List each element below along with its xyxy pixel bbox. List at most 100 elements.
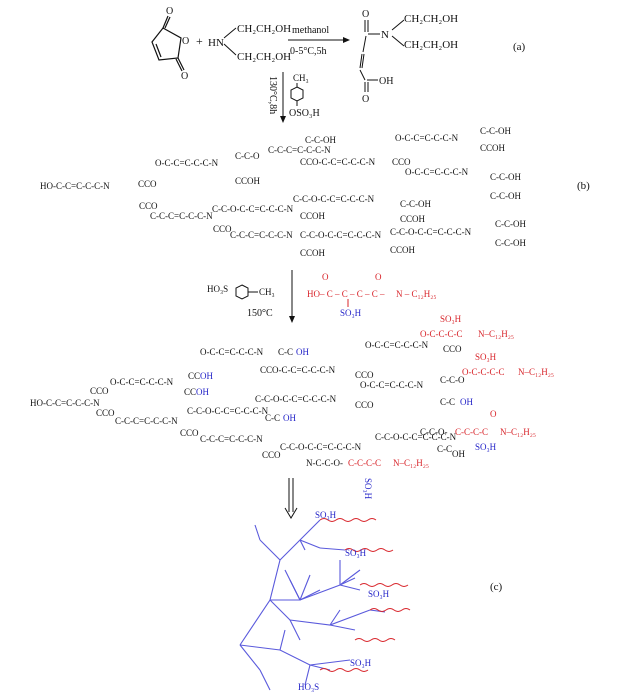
svg-text:N–C₁₂H₂₅: N–C₁₂H₂₅ bbox=[500, 427, 536, 437]
maleic-anhydride bbox=[151, 15, 185, 72]
solvent-label: methanol bbox=[292, 25, 329, 36]
svg-text:OH: OH bbox=[283, 413, 296, 423]
svg-text:OH: OH bbox=[452, 449, 465, 459]
svg-text:CC: CC bbox=[188, 371, 200, 381]
svg-text:O-C-C=C-C-C-N: O-C-C=C-C-C-N bbox=[110, 377, 174, 387]
svg-text:O: O bbox=[490, 409, 497, 419]
amine-lower-arm: CH₂CH₂OH bbox=[237, 51, 291, 63]
reagent-ho3s: HO₃S bbox=[207, 284, 228, 294]
svg-text:CCO: CCO bbox=[180, 428, 199, 438]
svg-text:SO₃H: SO₃H bbox=[363, 478, 373, 500]
svg-text:C-C: C-C bbox=[440, 397, 455, 407]
plus-sign: + bbox=[196, 34, 203, 48]
dendrimer-so3h-4: SO₃H bbox=[350, 658, 372, 668]
svg-text:CC: CC bbox=[184, 387, 196, 397]
svg-text:N–C₁₂H₂₅: N–C₁₂H₂₅ bbox=[478, 329, 514, 339]
svg-text:O-C-C=C-C-C-N: O-C-C=C-C-C-N bbox=[365, 340, 429, 350]
conditions-b: 130°C,8h bbox=[267, 76, 278, 114]
svg-text:C-C-C=C-C-C-N: C-C-C=C-C-C-N bbox=[115, 416, 178, 426]
svg-text:C-C-C-C: C-C-C-C bbox=[348, 458, 381, 468]
hyperbranched-polyester-b: O-C-C=C-C-C-N C-C-OH CCOH C-C-C=C-C-C-N … bbox=[40, 126, 526, 258]
svg-text:C-C-O-C-C=C-C-C-N: C-C-O-C-C=C-C-C-N bbox=[375, 432, 457, 442]
svg-text:CCO: CCO bbox=[139, 201, 158, 211]
svg-text:C-C-O-C-C=C-C-C-N: C-C-O-C-C=C-C-C-N bbox=[300, 230, 382, 240]
svg-text:CCOH: CCOH bbox=[235, 176, 261, 186]
svg-text:C-C-O: C-C-O bbox=[440, 375, 465, 385]
svg-text:C-C-OH: C-C-OH bbox=[490, 191, 521, 201]
svg-text:C-C-OH: C-C-OH bbox=[400, 199, 431, 209]
svg-text:C-C-OH: C-C-OH bbox=[305, 135, 336, 145]
conditions-a: 0-5°C,5h bbox=[290, 46, 327, 57]
svg-text:CCOH: CCOH bbox=[300, 248, 326, 258]
svg-text:C-C-C=C-C-C-N: C-C-C=C-C-C-N bbox=[268, 145, 331, 155]
svg-text:CCO-C-C=C-C-C-N: CCO-C-C=C-C-C-N bbox=[260, 365, 336, 375]
svg-text:C-C: C-C bbox=[278, 347, 293, 357]
svg-text:O: O bbox=[181, 71, 188, 82]
svg-text:C-C-OH: C-C-OH bbox=[480, 126, 511, 136]
arrow-step-a bbox=[288, 37, 350, 43]
step-c-reagents: HO₃S CH₃ 150°C HO – C – C – C – C – O O … bbox=[207, 270, 437, 323]
dendrimer-so3h-2: SO₃H bbox=[345, 548, 367, 558]
svg-text:CCOH: CCOH bbox=[300, 211, 326, 221]
svg-text:C-C-O: C-C-O bbox=[235, 151, 260, 161]
svg-text:C-C: C-C bbox=[265, 413, 280, 423]
label-c: (c) bbox=[490, 581, 503, 593]
svg-text:HO-C-C=C-C-C-N: HO-C-C=C-C-C-N bbox=[30, 398, 100, 408]
temperature-c: 150°C bbox=[247, 308, 273, 319]
svg-text:CCO: CCO bbox=[213, 224, 232, 234]
benzene-ring bbox=[290, 86, 304, 102]
svg-text:SO₃H: SO₃H bbox=[440, 314, 462, 324]
svg-text:O-C-C=C-C-C-N: O-C-C=C-C-C-N bbox=[360, 380, 424, 390]
label-b: (b) bbox=[577, 180, 590, 192]
dendrimer-ho3s: HO₃S bbox=[298, 682, 319, 692]
product-n: N bbox=[381, 29, 389, 41]
svg-text:C-C-OH: C-C-OH bbox=[495, 238, 526, 248]
svg-text:O-C-C=C-C-C-N: O-C-C=C-C-C-N bbox=[405, 167, 469, 177]
svg-text:SO₃H: SO₃H bbox=[475, 352, 497, 362]
amine-upper-arm: CH₂CH₂OH bbox=[237, 23, 291, 35]
amine-hn: HN bbox=[208, 37, 224, 49]
arrow-to-schematic bbox=[284, 478, 298, 519]
svg-text:CCOH: CCOH bbox=[400, 214, 426, 224]
reagent-methyl: CH₃ bbox=[259, 287, 275, 297]
svg-text:N–C₁₂H₂₅: N–C₁₂H₂₅ bbox=[518, 367, 554, 377]
svg-text:C-C-O-C-C=C-C-C-N: C-C-O-C-C=C-C-C-N bbox=[293, 194, 375, 204]
svg-text:CCO: CCO bbox=[392, 157, 411, 167]
svg-text:C-C-O-C-C=C-C-C-N: C-C-O-C-C=C-C-C-N bbox=[187, 406, 269, 416]
step-b-arrow: 130°C,8h CH₃ OSO₃H bbox=[267, 72, 320, 123]
svg-text:CCO-C-C=C-C-C-N: CCO-C-C=C-C-C-N bbox=[300, 157, 376, 167]
svg-text:N-C-C-O-: N-C-C-O- bbox=[306, 458, 343, 468]
svg-text:OH: OH bbox=[460, 397, 473, 407]
label-a: (a) bbox=[513, 41, 526, 53]
svg-text:O: O bbox=[182, 36, 189, 47]
amide-acid-product bbox=[359, 19, 405, 92]
svg-text:C-C-OH: C-C-OH bbox=[495, 219, 526, 229]
product-upper-arm: CH₂CH₂OH bbox=[404, 13, 458, 25]
svg-text:O-C-C-C-C: O-C-C-C-C bbox=[462, 367, 505, 377]
svg-text:O-C-C=C-C-C-N: O-C-C=C-C-C-N bbox=[395, 133, 459, 143]
red-ho: HO bbox=[307, 289, 320, 299]
svg-text:CCO: CCO bbox=[355, 400, 374, 410]
product-lower-arm: CH₂CH₂OH bbox=[404, 39, 458, 51]
svg-text:C-C-C-C: C-C-C-C bbox=[455, 427, 488, 437]
svg-text:C-C-C=C-C-C-N: C-C-C=C-C-C-N bbox=[230, 230, 293, 240]
svg-text:HO-C-C=C-C-C-N: HO-C-C=C-C-C-N bbox=[40, 181, 110, 191]
svg-text:O: O bbox=[166, 6, 173, 17]
svg-text:C-C-O-C-C=C-C-C-N: C-C-O-C-C=C-C-C-N bbox=[212, 204, 294, 214]
catalyst-sulfonate: OSO₃H bbox=[289, 108, 320, 119]
svg-text:C-C-O-C-C=C-C-C-N: C-C-O-C-C=C-C-C-N bbox=[280, 442, 362, 452]
dendrimer-schematic: SO₃H SO₃H SO₃H SO₃H HO₃S bbox=[239, 510, 411, 692]
svg-text:CCO: CCO bbox=[96, 408, 115, 418]
svg-text:CCO: CCO bbox=[262, 450, 281, 460]
svg-text:O: O bbox=[322, 272, 329, 282]
svg-text:OH: OH bbox=[296, 347, 309, 357]
svg-text:C-C: C-C bbox=[437, 444, 452, 454]
svg-text:CCOH: CCOH bbox=[390, 245, 416, 255]
catalyst-methyl: CH₃ bbox=[293, 73, 309, 83]
svg-text:O-C-C-C-C: O-C-C-C-C bbox=[420, 329, 463, 339]
reagent-so3h: SO₃H bbox=[340, 308, 362, 318]
svg-text:O: O bbox=[375, 272, 382, 282]
svg-text:C-C-O-C-C=C-C-C-N: C-C-O-C-C=C-C-C-N bbox=[390, 227, 472, 237]
svg-text:O-C-C=C-C-C-N: O-C-C=C-C-C-N bbox=[200, 347, 264, 357]
